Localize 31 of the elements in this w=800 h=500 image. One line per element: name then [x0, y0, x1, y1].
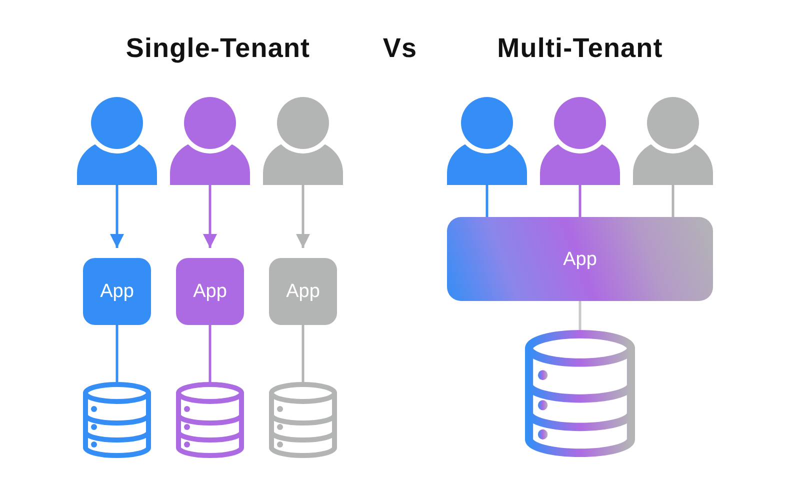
column-heading: Vs: [382, 32, 418, 65]
connector-line: [116, 325, 118, 382]
arrow: [110, 185, 124, 248]
app-box: [447, 217, 713, 301]
person-icon: [633, 97, 713, 185]
box-label: App: [100, 280, 134, 303]
database-icon: [525, 330, 635, 457]
person-icon: [447, 97, 527, 185]
connector-line: [486, 185, 488, 217]
person-icon: [263, 97, 343, 185]
connector-line: [578, 185, 582, 217]
app-box: [83, 258, 151, 325]
connector-line: [578, 301, 582, 330]
person-icon: [77, 97, 157, 185]
arrow: [296, 185, 310, 248]
column-heading: Multi-Tenant: [497, 32, 663, 65]
app-box: [269, 258, 337, 325]
person-icon: [540, 97, 620, 185]
database-icon: [83, 382, 151, 458]
box-label: App: [286, 280, 320, 303]
database-icon: [176, 382, 244, 458]
box-label: App: [563, 248, 597, 270]
person-icon: [170, 97, 250, 185]
connector-line: [302, 325, 304, 382]
box-label: App: [193, 280, 227, 303]
connector-line: [208, 325, 212, 382]
app-box: [176, 258, 244, 325]
database-icon: [269, 382, 337, 458]
arrow: [203, 185, 217, 248]
connector-line: [672, 185, 674, 217]
column-heading: Single-Tenant: [126, 32, 310, 65]
